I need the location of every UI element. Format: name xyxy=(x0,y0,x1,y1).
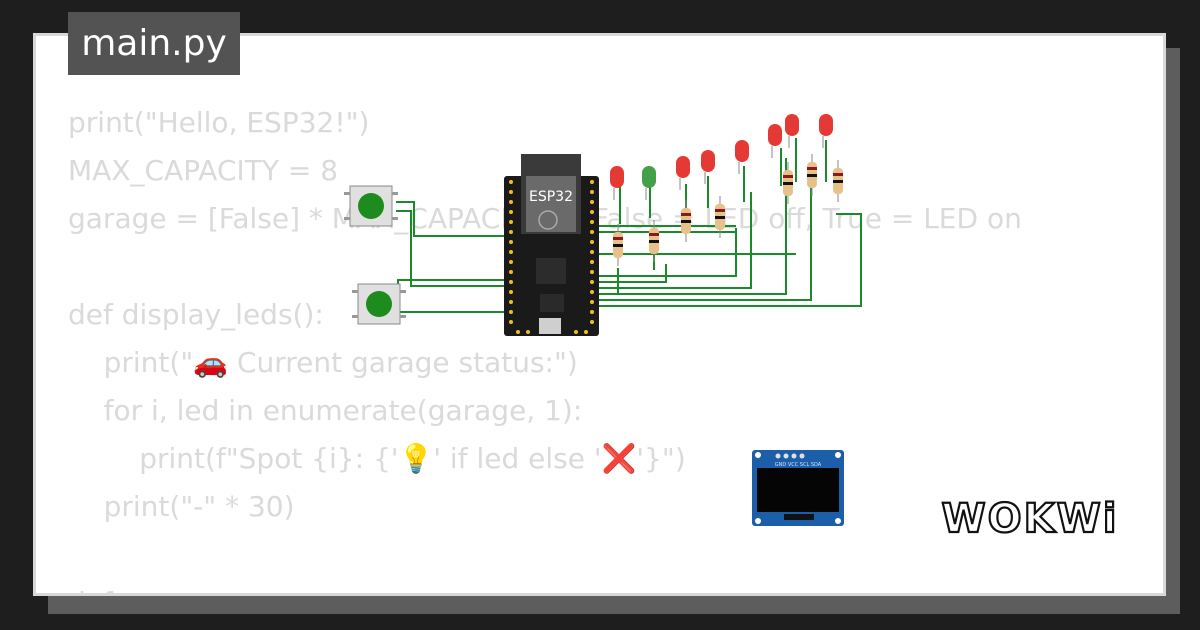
push-button-1[interactable] xyxy=(344,185,398,227)
code-line: print("🚗 Current garage status:") xyxy=(68,346,578,379)
code-line: for i, led in enumerate(garage, 1): xyxy=(68,394,583,427)
esp32-board: ESP32 xyxy=(504,154,599,336)
circuit-diagram: ESP32 xyxy=(344,114,862,526)
code-line: MAX_CAPACITY = 8 xyxy=(68,154,339,187)
wires xyxy=(396,138,862,313)
code-line: def display_leds(): xyxy=(68,298,324,331)
push-button-2[interactable] xyxy=(352,283,406,325)
led-green-1 xyxy=(642,166,656,200)
led-red-6 xyxy=(785,114,799,148)
resistor-1 xyxy=(613,224,623,266)
resistor-4 xyxy=(715,196,725,238)
led-red-3 xyxy=(701,150,715,184)
board-label: ESP32 xyxy=(529,189,573,205)
resistor-3 xyxy=(681,200,691,242)
led-red-5 xyxy=(768,124,782,158)
board-pins xyxy=(509,180,594,334)
oled-display: GND VCC SCL SDA xyxy=(752,450,844,526)
file-tab[interactable]: main.py xyxy=(68,12,240,75)
resistor-2 xyxy=(649,220,659,262)
led-red-2 xyxy=(676,156,690,190)
resistor-6 xyxy=(807,154,817,196)
code-line: print(f"Spot {i}: {'💡' if led else '❌'}"… xyxy=(68,442,686,475)
resistor-5 xyxy=(783,162,793,204)
led-red-1 xyxy=(610,166,624,200)
code-line: def xyxy=(68,586,113,593)
led-red-4 xyxy=(735,140,749,174)
wokwi-logo-text: WOKWi xyxy=(942,496,1119,542)
resistor-7 xyxy=(833,160,843,202)
wokwi-logo: WOKWi xyxy=(940,495,1119,543)
preview-card: print("Hello, ESP32!") MAX_CAPACITY = 8 … xyxy=(33,33,1166,596)
code-editor: print("Hello, ESP32!") MAX_CAPACITY = 8 … xyxy=(68,106,1022,593)
oled-pin-labels: GND VCC SCL SDA xyxy=(775,462,822,468)
code-line: print("Hello, ESP32!") xyxy=(68,106,370,139)
led-red-7 xyxy=(819,114,833,148)
code-line: print("-" * 30) xyxy=(68,490,295,523)
